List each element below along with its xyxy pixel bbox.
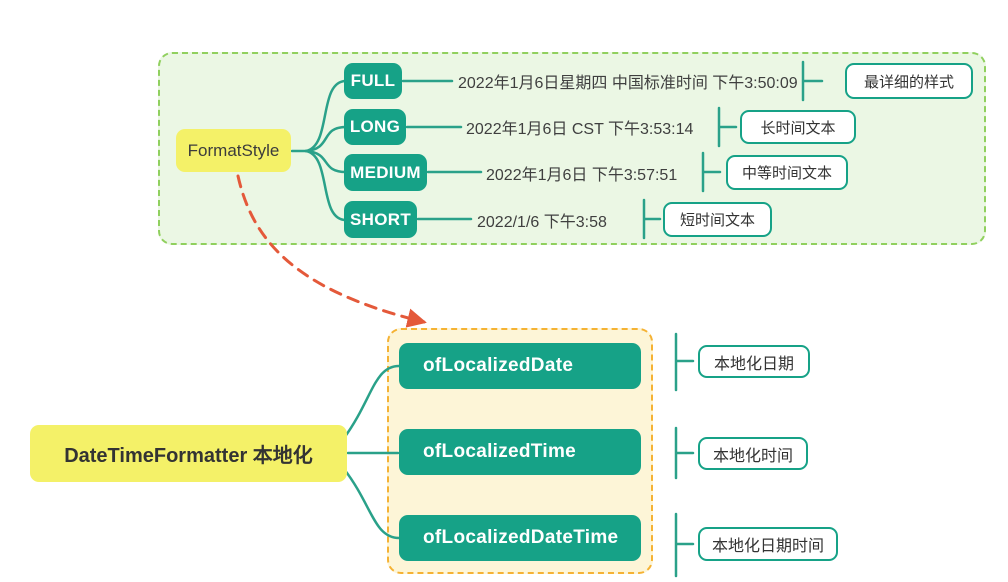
- node-style-medium[interactable]: MEDIUM: [344, 154, 427, 191]
- node-format-style[interactable]: FormatStyle: [176, 129, 291, 172]
- example-datetime-medium[interactable]: 2022年1月6日 下午3:57:51: [486, 166, 678, 184]
- node-of-localized-date[interactable]: ofLocalizedDate: [399, 343, 641, 389]
- note-full-style[interactable]: 最详细的样式: [845, 63, 973, 99]
- node-of-localized-datetime[interactable]: ofLocalizedDateTime: [399, 515, 641, 561]
- note-localized-date[interactable]: 本地化日期: [698, 345, 810, 378]
- note-short-style[interactable]: 短时间文本: [663, 202, 772, 237]
- node-of-localized-time[interactable]: ofLocalizedTime: [399, 429, 641, 475]
- note-localized-datetime[interactable]: 本地化日期时间: [698, 527, 838, 561]
- node-style-short[interactable]: SHORT: [344, 201, 417, 238]
- example-datetime-long[interactable]: 2022年1月6日 CST 下午3:53:14: [466, 121, 694, 138]
- node-datetimeformatter-root[interactable]: DateTimeFormatter 本地化: [30, 425, 347, 482]
- example-datetime-full[interactable]: 2022年1月6日星期四 中国标准时间 下午3:50:09: [458, 75, 798, 92]
- node-style-full[interactable]: FULL: [344, 63, 402, 99]
- node-style-long[interactable]: LONG: [344, 109, 406, 145]
- note-long-style[interactable]: 长时间文本: [740, 110, 856, 144]
- note-medium-style[interactable]: 中等时间文本: [726, 155, 848, 190]
- note-localized-time[interactable]: 本地化时间: [698, 437, 808, 470]
- example-datetime-short[interactable]: 2022/1/6 下午3:58: [477, 213, 607, 231]
